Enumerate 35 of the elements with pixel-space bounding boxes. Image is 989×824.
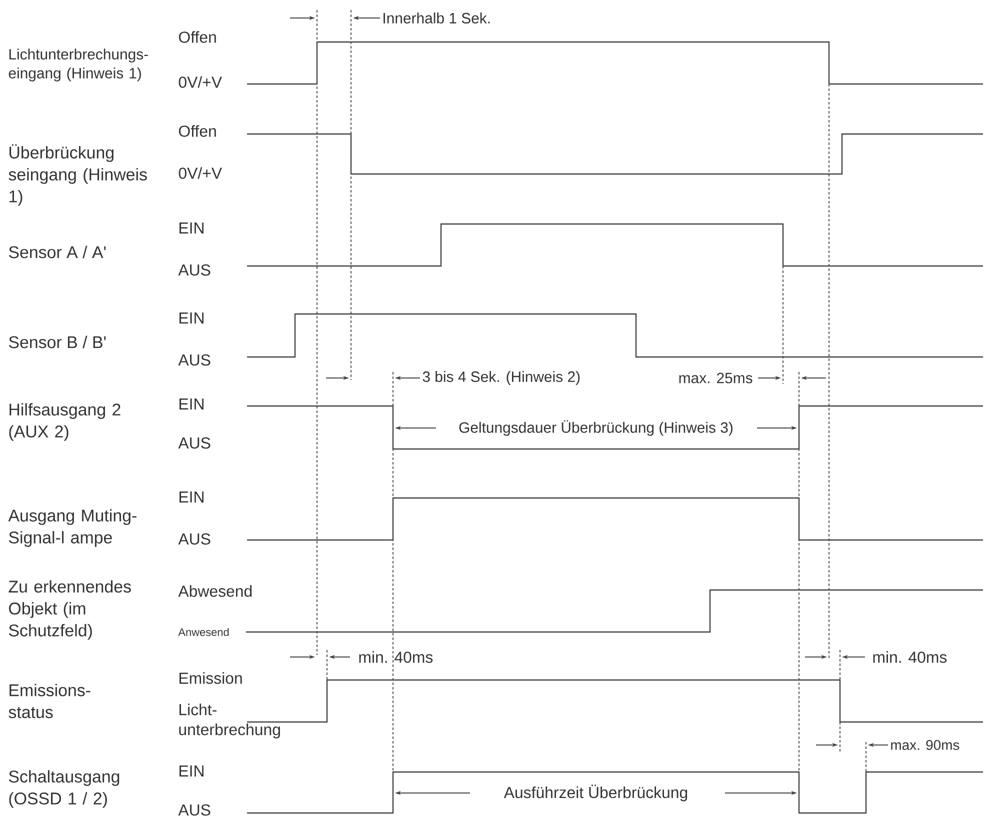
state-label: Offen bbox=[178, 125, 216, 137]
state-label: EIN bbox=[180, 492, 204, 502]
signal-name: Zu erkennendes Objekt (im Schutzfeld) bbox=[8, 580, 131, 640]
state-label: EIN bbox=[180, 222, 204, 234]
state-label: EIN bbox=[180, 398, 204, 410]
state-label: 0V/+V bbox=[178, 167, 222, 179]
signal-name: Hilfsausgang 2 (AUX 2) bbox=[9, 403, 120, 441]
state-label: Emission bbox=[180, 672, 242, 684]
timing-label: Innerhalb 1 Sek. bbox=[384, 12, 490, 24]
timing-label: max. 25ms bbox=[679, 372, 752, 384]
state-label: EIN bbox=[180, 312, 204, 324]
state-label: Abwesend bbox=[178, 585, 252, 597]
state-label: Offen bbox=[178, 31, 216, 43]
signal-name: Emissions- status bbox=[8, 684, 90, 718]
signal-name: Ausgang Muting-Signal-l ampe bbox=[8, 509, 136, 547]
state-label: 0V/+V bbox=[178, 76, 222, 88]
timing-label: max. 90ms bbox=[891, 740, 960, 750]
signal-name: Sensor A / A' bbox=[8, 246, 106, 258]
timing-label: Geltungsdauer Überbrückung (Hinweis 3) bbox=[459, 420, 732, 436]
signal-name: Schaltausgang (OSSD 1 / 2) bbox=[8, 770, 120, 808]
state-label: AUS bbox=[178, 533, 210, 545]
timing-label: 3 bis 4 Sek. (Hinweis 2) bbox=[422, 371, 580, 385]
signal-name: Lichtunterbrechungs- eingang (Hinweis 1) bbox=[8, 48, 148, 82]
state-label: AUS bbox=[178, 804, 210, 816]
state-label: AUS bbox=[178, 354, 210, 366]
state-label: Anwesend bbox=[178, 628, 229, 636]
timing-label: Ausführzeit Überbrückung bbox=[504, 784, 688, 802]
signal-name: Überbrückung seingang (Hinweis 1) bbox=[8, 144, 147, 206]
timing-label: min. 40ms bbox=[359, 651, 433, 663]
state-label: Licht- unterbrechung bbox=[179, 704, 280, 738]
state-label: AUS bbox=[178, 437, 210, 449]
timing-label: min. 40ms bbox=[873, 651, 947, 663]
state-label: AUS bbox=[178, 264, 210, 276]
signal-name: Sensor B / B' bbox=[8, 336, 106, 348]
state-label: EIN bbox=[180, 766, 204, 776]
